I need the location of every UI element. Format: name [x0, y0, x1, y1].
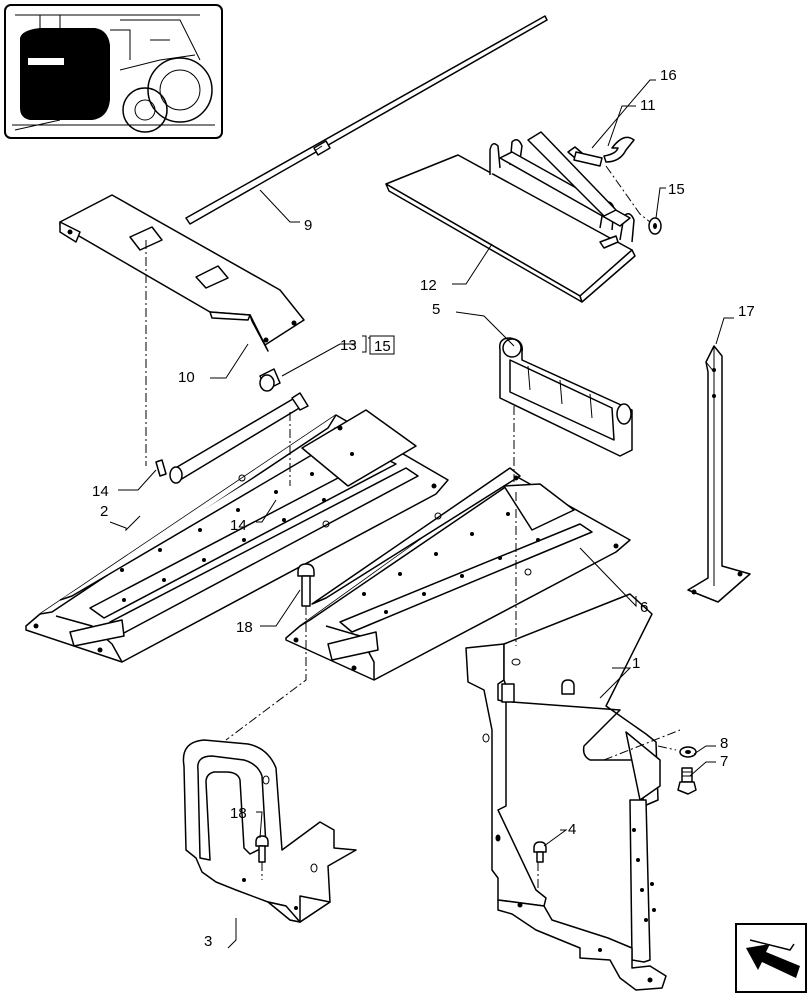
part-13-pin: [169, 392, 309, 484]
part-16-bolt: [567, 146, 603, 167]
callout-8: 8: [720, 735, 728, 752]
part-3-loop-bracket: [182, 739, 357, 923]
callout-9: 9: [304, 217, 312, 234]
part-17-post: [687, 345, 751, 603]
callout-4: 4: [568, 821, 576, 838]
alignment-lines: [145, 165, 681, 888]
callout-6: 6: [640, 599, 648, 616]
part-1-support-frame: [465, 593, 667, 991]
callout-labels: 1 2 3 4 5 6 7 8 9 10 11 12 13 15 14 14 1…: [92, 67, 755, 950]
callout-3: 3: [204, 933, 212, 950]
callout-15: 15: [668, 181, 685, 198]
part-8-washer: [679, 746, 697, 758]
callout-14-lower: 14: [230, 517, 247, 534]
callout-13: 13: [340, 337, 357, 354]
part-18-bolt-lower: [255, 835, 269, 863]
part-10-cover-plate: [59, 194, 305, 352]
callout-10: 10: [178, 369, 195, 386]
leader-lines: [109, 79, 734, 949]
next-page-arrow-icon[interactable]: [735, 923, 807, 993]
callout-5: 5: [432, 301, 440, 318]
part-9-rod: [185, 15, 548, 225]
part-5-hinge-bracket: [498, 337, 633, 457]
callout-12: 12: [420, 277, 437, 294]
part-18-bolt-upper: [297, 563, 315, 607]
part-11-clip: [603, 136, 635, 163]
tractor-location-thumbnail-icon: [4, 4, 223, 139]
part-7-bolt: [677, 767, 697, 795]
callout-7: 7: [720, 753, 728, 770]
part-14-nipple-a: [155, 459, 167, 477]
callout-bracket-13-15: [362, 335, 367, 353]
part-6-frame: [285, 467, 631, 681]
part-13-bushing: [259, 368, 281, 392]
part-12-plate: [385, 131, 636, 303]
callout-box-15: [369, 335, 395, 355]
callout-11: 11: [640, 97, 656, 114]
callout-14-upper: 14: [92, 483, 109, 500]
callout-17: 17: [738, 303, 755, 320]
callout-1: 1: [632, 655, 640, 672]
part-4-bolt: [533, 841, 547, 863]
callout-2: 2: [100, 503, 108, 520]
part-2-frame: [25, 409, 449, 663]
callout-16: 16: [660, 67, 677, 84]
callout-18-lower: 18: [230, 805, 247, 822]
callout-18-upper: 18: [236, 619, 253, 636]
part-15-washer: [648, 217, 662, 235]
callout-15-boxed: 15: [374, 338, 391, 355]
